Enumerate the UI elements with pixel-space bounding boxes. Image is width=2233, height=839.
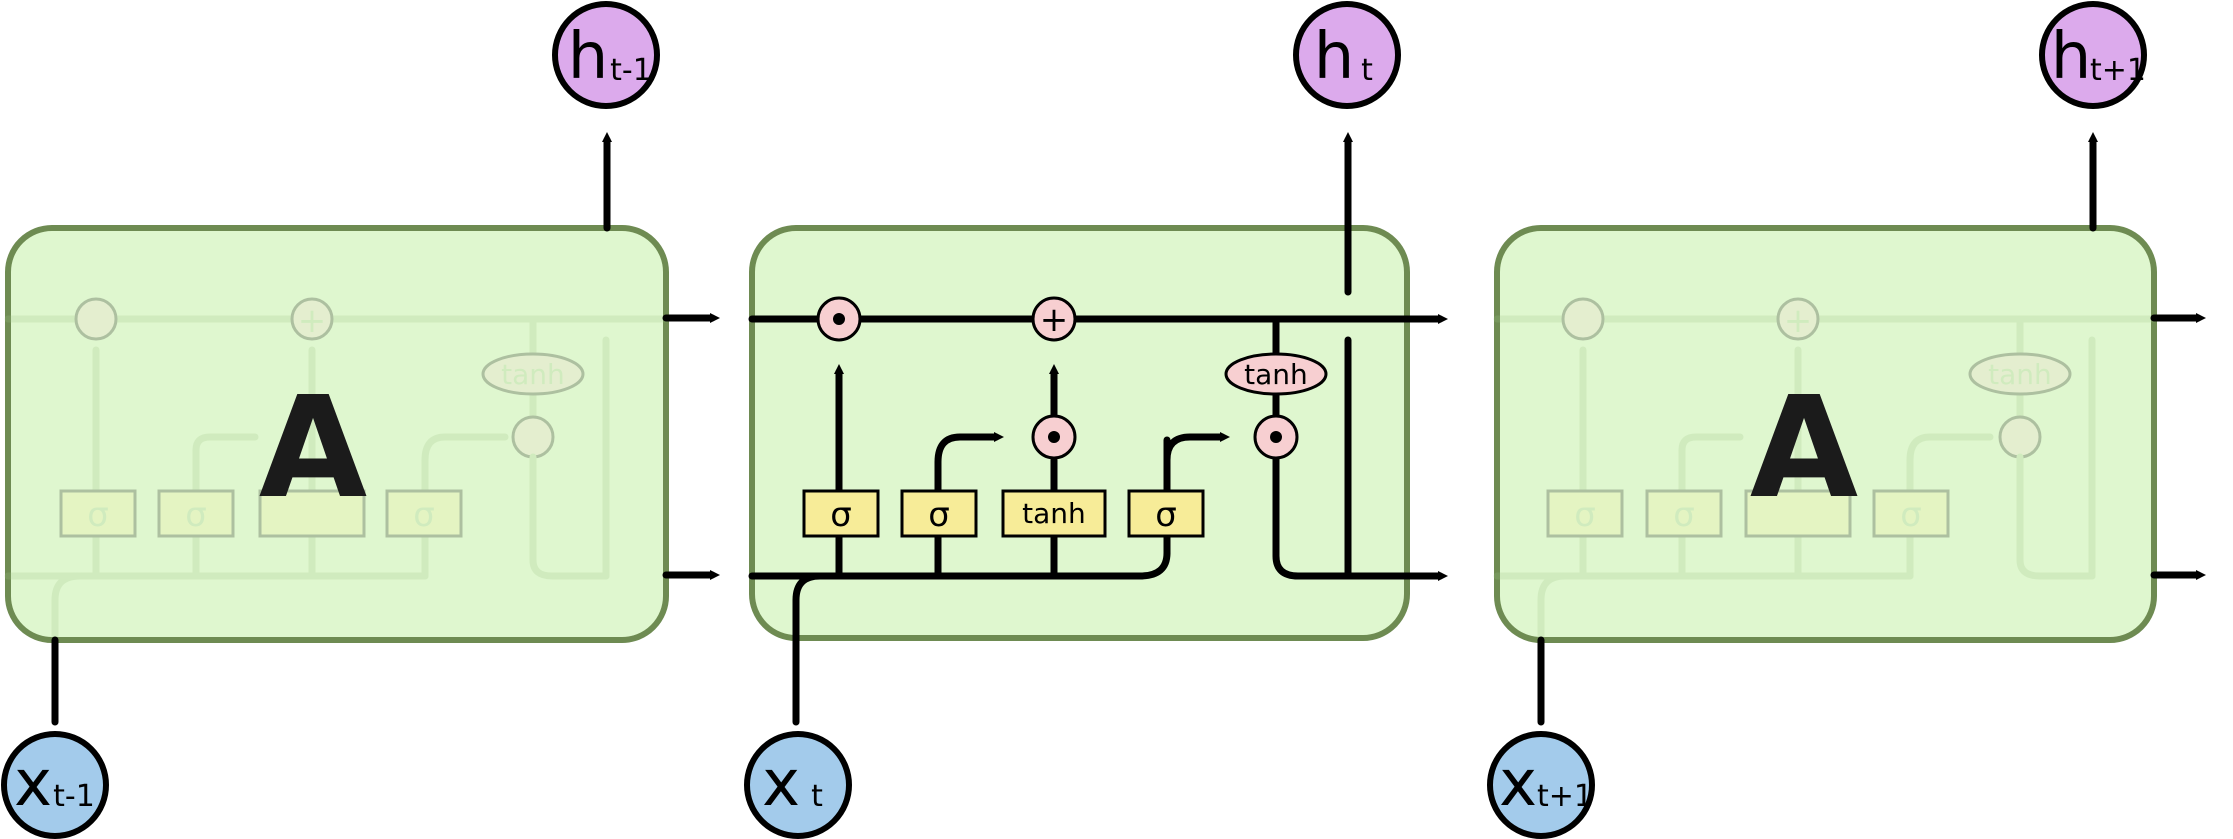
forget-gate-label: σ [830, 495, 852, 535]
h-node-middle-main: h [1314, 20, 1355, 94]
lstm-cell-right: + tanh σ σ σ A [1493, 132, 2206, 726]
ghost-internals-right: + tanh σ σ σ [1493, 297, 2158, 724]
x-node-middle: x t [744, 731, 852, 839]
output-multiply-dot [1270, 431, 1282, 443]
x-input-line-middle [792, 572, 824, 726]
output-gate-label: σ [1155, 495, 1177, 535]
ghost-gate-right-1: σ [1574, 495, 1596, 535]
cell-label-right: A [1750, 367, 1858, 530]
forget-gate-box [802, 489, 880, 538]
ghost-tanh-right: tanh [1988, 358, 2052, 391]
ghost-gate-left-2: σ [185, 495, 207, 535]
input-gate-box [900, 489, 978, 538]
x-node-left: x t-1 [1, 731, 109, 839]
h-node-right-sub: t+1 [2090, 53, 2146, 88]
ghost-gate-left-1: σ [87, 495, 109, 535]
ghost-plus-left: + [298, 301, 327, 341]
x-node-right: x t+1 [1487, 731, 1595, 839]
h-node-left-sub: t-1 [610, 53, 652, 88]
lstm-cell-middle: + tanh σ σ tanh σ [748, 132, 1448, 726]
x-node-right-sub: t+1 [1537, 779, 1593, 814]
ghost-gate-right-4: σ [1900, 495, 1922, 535]
add-op-label: + [1040, 300, 1069, 340]
output-gate-box [1127, 489, 1205, 538]
h-node-right-main: h [2051, 20, 2092, 94]
input-multiply-dot [1048, 431, 1060, 443]
input-gate-path [934, 432, 1004, 580]
ghost-tanh-left: tanh [501, 358, 565, 391]
h-node-left-main: h [568, 20, 609, 94]
cell-label-left: A [259, 367, 367, 530]
cell-box-left [5, 225, 669, 643]
x-node-middle-main: x [762, 747, 800, 821]
hidden-output-line [1272, 453, 1448, 581]
add-op [1031, 296, 1077, 342]
h-node-left: h t-1 [552, 1, 660, 109]
candidate-gate-label: tanh [1022, 497, 1086, 530]
x-node-left-main: x [14, 747, 52, 821]
x-node-right-main: x [1499, 747, 1537, 821]
ghost-internals-left: + tanh σ σ σ [4, 297, 670, 724]
tanh-op-label: tanh [1244, 358, 1308, 391]
output-gate-path [1163, 432, 1230, 557]
x-node-middle-sub: t [811, 779, 823, 814]
candidate-gate-box [1001, 489, 1107, 538]
ghost-gate-right-2: σ [1673, 495, 1695, 535]
cell-box-right [1494, 225, 2157, 643]
h-node-right: h t+1 [2039, 1, 2147, 109]
forget-multiply-dot [833, 313, 845, 325]
ghost-gate-left-4: σ [413, 495, 435, 535]
tanh-op [1224, 352, 1328, 396]
h-node-middle: h t [1293, 1, 1401, 109]
h-node-middle-sub: t [1361, 53, 1373, 88]
ghost-plus-right: + [1784, 301, 1813, 341]
input-gate-label: σ [928, 495, 950, 535]
lstm-cell-left: + tanh σ σ σ A [4, 132, 720, 726]
x-node-left-sub: t-1 [53, 779, 95, 814]
